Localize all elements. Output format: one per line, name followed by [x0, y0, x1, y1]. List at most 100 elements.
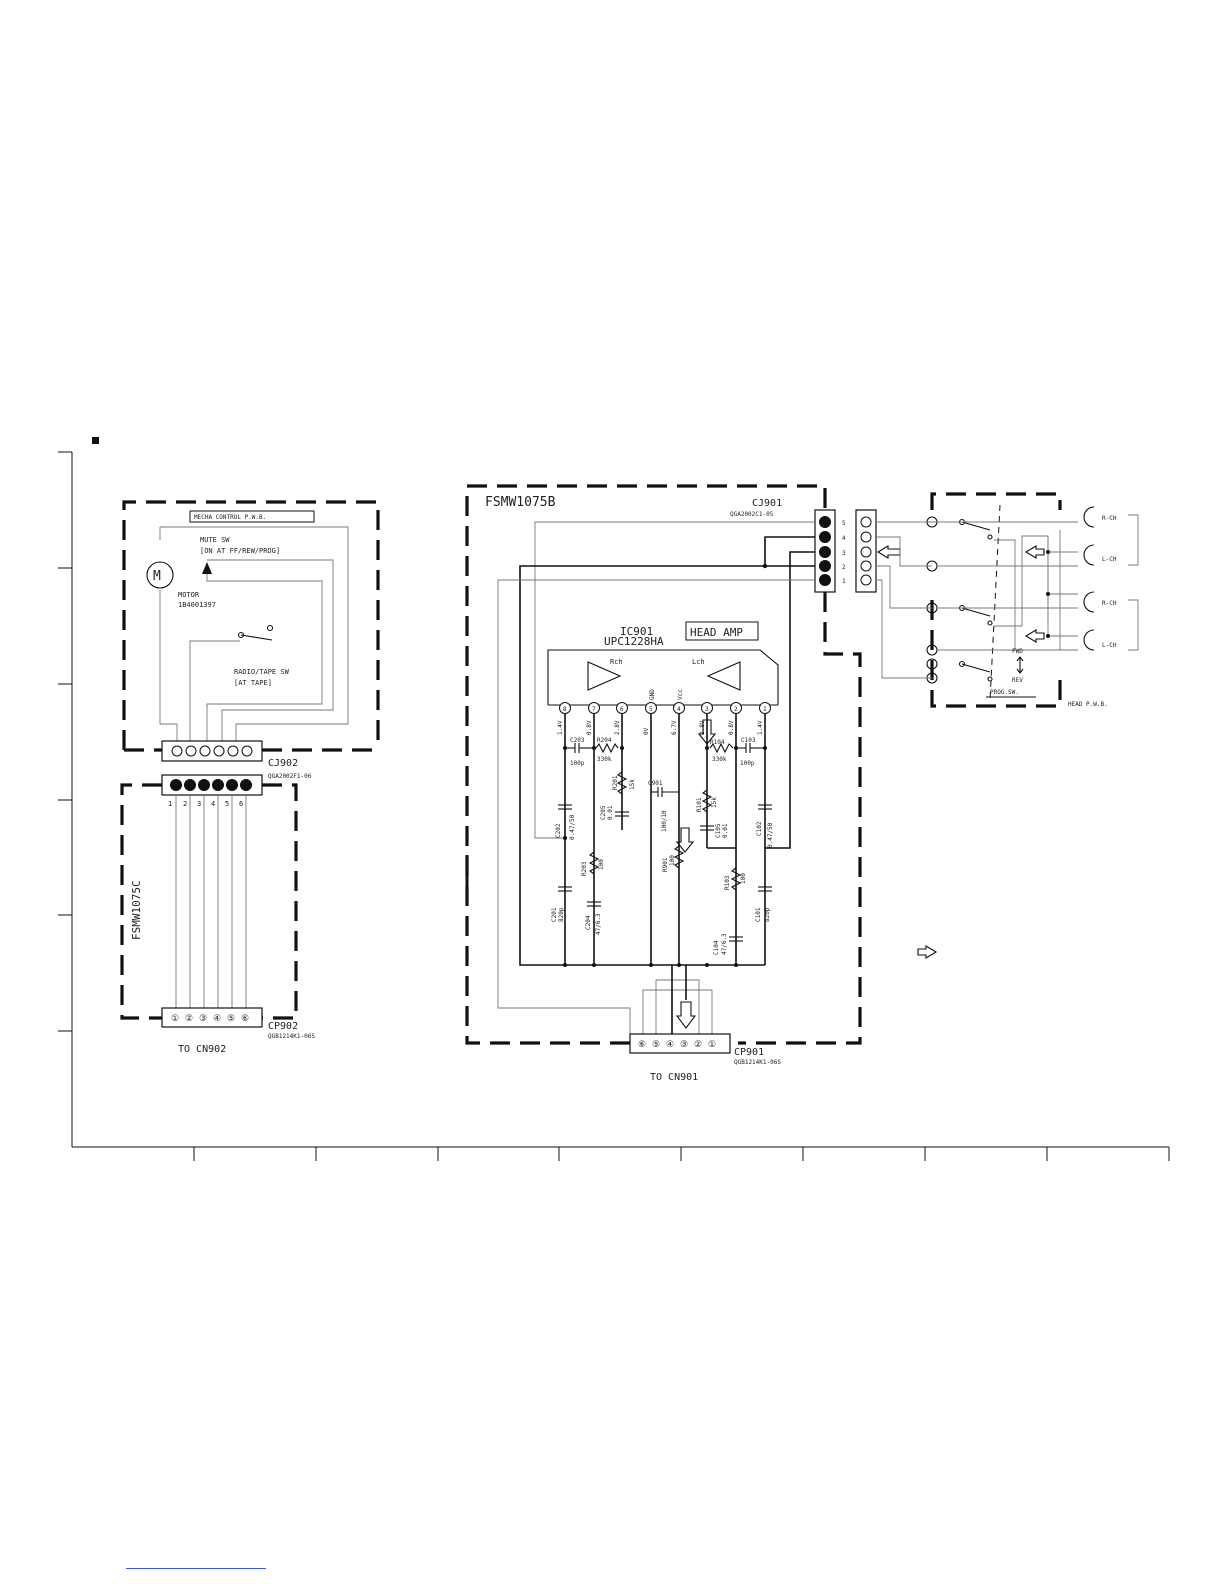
fwd-label: FWD — [1012, 648, 1023, 655]
r103-value: 100 — [740, 873, 747, 884]
ic-voltage: 1.4V — [557, 720, 564, 735]
signal-arrow-icon — [1024, 629, 1045, 643]
pin-number: 1 — [168, 800, 172, 808]
rch-circuit — [558, 714, 695, 967]
c103-value: 100p — [740, 760, 755, 767]
r201-ref: R201 — [612, 775, 619, 790]
ic-pin-number: 7 — [592, 706, 596, 713]
ic-voltage: 0V — [643, 727, 650, 735]
c202-value: 0.47/50 — [569, 814, 576, 840]
r104-value: 330k — [712, 756, 727, 763]
ic-pin-number: 4 — [677, 706, 681, 713]
r103-ref: R103 — [724, 875, 731, 890]
motor-part: 1B4001397 — [178, 601, 216, 609]
ic-pin-number: 1 — [763, 706, 767, 713]
motor-symbol: M — [153, 569, 161, 584]
r104-ref: R104 — [710, 739, 725, 746]
ic-voltage: 0.8V — [586, 720, 593, 735]
lch-label: Lch — [692, 658, 705, 666]
sheet-frame — [58, 437, 1170, 1161]
c102-ref: C102 — [756, 821, 763, 836]
head-coil-icon — [1083, 544, 1095, 566]
c102-value: 0.47/50 — [767, 822, 774, 848]
fsmw1075b-board: FSMW1075B CJ901 QGA2002C1-05 5 4 3 2 1 I… — [465, 484, 862, 1083]
c201-ref: C201 — [551, 907, 558, 922]
channel-label: L-CH — [1102, 556, 1117, 563]
ic901-label: IC901 — [620, 625, 653, 638]
c201-value: 820p — [558, 907, 565, 922]
cj901-pin-number: 4 — [842, 535, 846, 542]
r204-ref: R204 — [597, 737, 612, 744]
cp901-pin: ② — [694, 1040, 702, 1050]
signal-arrow-icon — [876, 545, 901, 559]
c205-ref: C205 — [600, 805, 607, 820]
head-amp-label: HEAD AMP — [690, 626, 743, 639]
fsmw1075c-board: QGA2002F1-06 1 2 3 4 5 6 FSMW1075C ① ② ③… — [120, 773, 315, 1055]
c105-ref: C105 — [715, 823, 722, 838]
c203-ref: C203 — [570, 737, 585, 744]
cp901-pin: ⑥ — [638, 1040, 646, 1050]
cp901-pin: ③ — [680, 1040, 688, 1050]
cp901-pin: ① — [708, 1040, 716, 1050]
cp902-pin: ② — [185, 1014, 193, 1024]
cp902-pin: ⑥ — [241, 1014, 249, 1024]
head-coil-icon — [1083, 629, 1095, 651]
cp902-pin: ⑤ — [227, 1014, 235, 1024]
cp901-pin: ④ — [666, 1040, 674, 1050]
c101-ref: C101 — [755, 907, 762, 922]
r101-ref: R101 — [696, 797, 703, 812]
c204-value: 47/6.3 — [595, 913, 602, 935]
to-cn901-label: TO CN901 — [650, 1072, 698, 1083]
qga2002f1-label: QGA2002F1-06 — [268, 773, 312, 780]
r901-ref: R901 — [662, 857, 669, 872]
component-labels: C203 100p R204 330k R201 15k C205 0.01 C… — [551, 737, 774, 955]
rch-label: Rch — [610, 658, 623, 666]
ic-pin-name: Vcc — [677, 689, 684, 700]
lch-circuit — [697, 714, 772, 967]
c103-ref: C103 — [741, 737, 756, 744]
c901-value: 100/10 — [661, 810, 668, 832]
prog-sw-label: PROG.SW. — [990, 689, 1019, 696]
r204-value: 330k — [597, 756, 612, 763]
c202-ref: C202 — [555, 823, 562, 838]
ic-voltage: 1.4V — [757, 720, 764, 735]
pin-number: 5 — [225, 800, 229, 808]
footer-link[interactable] — [126, 1550, 266, 1569]
cj901-pin-number: 1 — [842, 578, 846, 585]
channel-label: R-CH — [1102, 600, 1117, 607]
ic-pins: 8 7 6 5 4 3 2 1 GND Vcc — [559, 689, 771, 714]
signal-arrow-icon — [1024, 545, 1045, 559]
ic-pin-number: 8 — [563, 706, 567, 713]
ic901-part: UPC1228HA — [604, 635, 664, 648]
head-coil-icon — [1083, 591, 1095, 613]
channel-label: R-CH — [1102, 515, 1117, 522]
cj902-label: CJ902 — [268, 758, 298, 769]
c105-value: 0.01 — [722, 823, 729, 838]
pin-number: 3 — [197, 800, 201, 808]
ic-pin-name: GND — [649, 689, 656, 700]
head-board: R-CH L-CH R-CH L-CH FWD REV PROG.SW. HEA… — [855, 492, 1139, 708]
c101-value: 820p — [764, 907, 771, 922]
c104-ref: C104 — [713, 940, 720, 955]
r101-value: 15k — [711, 797, 718, 808]
head-coil-icon — [1083, 506, 1095, 528]
head-pwb-label: HEAD P.W.B. — [1068, 701, 1108, 708]
pin-number: 4 — [211, 800, 215, 808]
c104-value: 47/6.3 — [721, 933, 728, 955]
ic-pin-number: 2 — [734, 706, 738, 713]
radio-tape-sw-label: RADIO/TAPE SW — [234, 668, 290, 676]
to-cn902-label: TO CN902 — [178, 1044, 226, 1055]
cj901-pin-number: 5 — [842, 520, 846, 527]
channel-label: L-CH — [1102, 642, 1117, 649]
cj901-part: QGA2002C1-05 — [730, 511, 774, 518]
cj901-pin-number: 3 — [842, 550, 846, 557]
motor-label: MOTOR — [178, 591, 200, 599]
cp901-pin: ⑤ — [652, 1040, 660, 1050]
mute-switch-arrow-icon — [202, 562, 212, 574]
pin-number: 6 — [239, 800, 243, 808]
ic-pin-number: 6 — [620, 706, 624, 713]
cj901-pin-number: 2 — [842, 564, 846, 571]
ic-pin-number: 5 — [649, 706, 653, 713]
ic-voltages: 1.4V 0.8V 2.8V 0V 6.7V 2.8V 0.8V 1.4V — [557, 720, 764, 735]
r201-value: 15k — [629, 779, 636, 790]
